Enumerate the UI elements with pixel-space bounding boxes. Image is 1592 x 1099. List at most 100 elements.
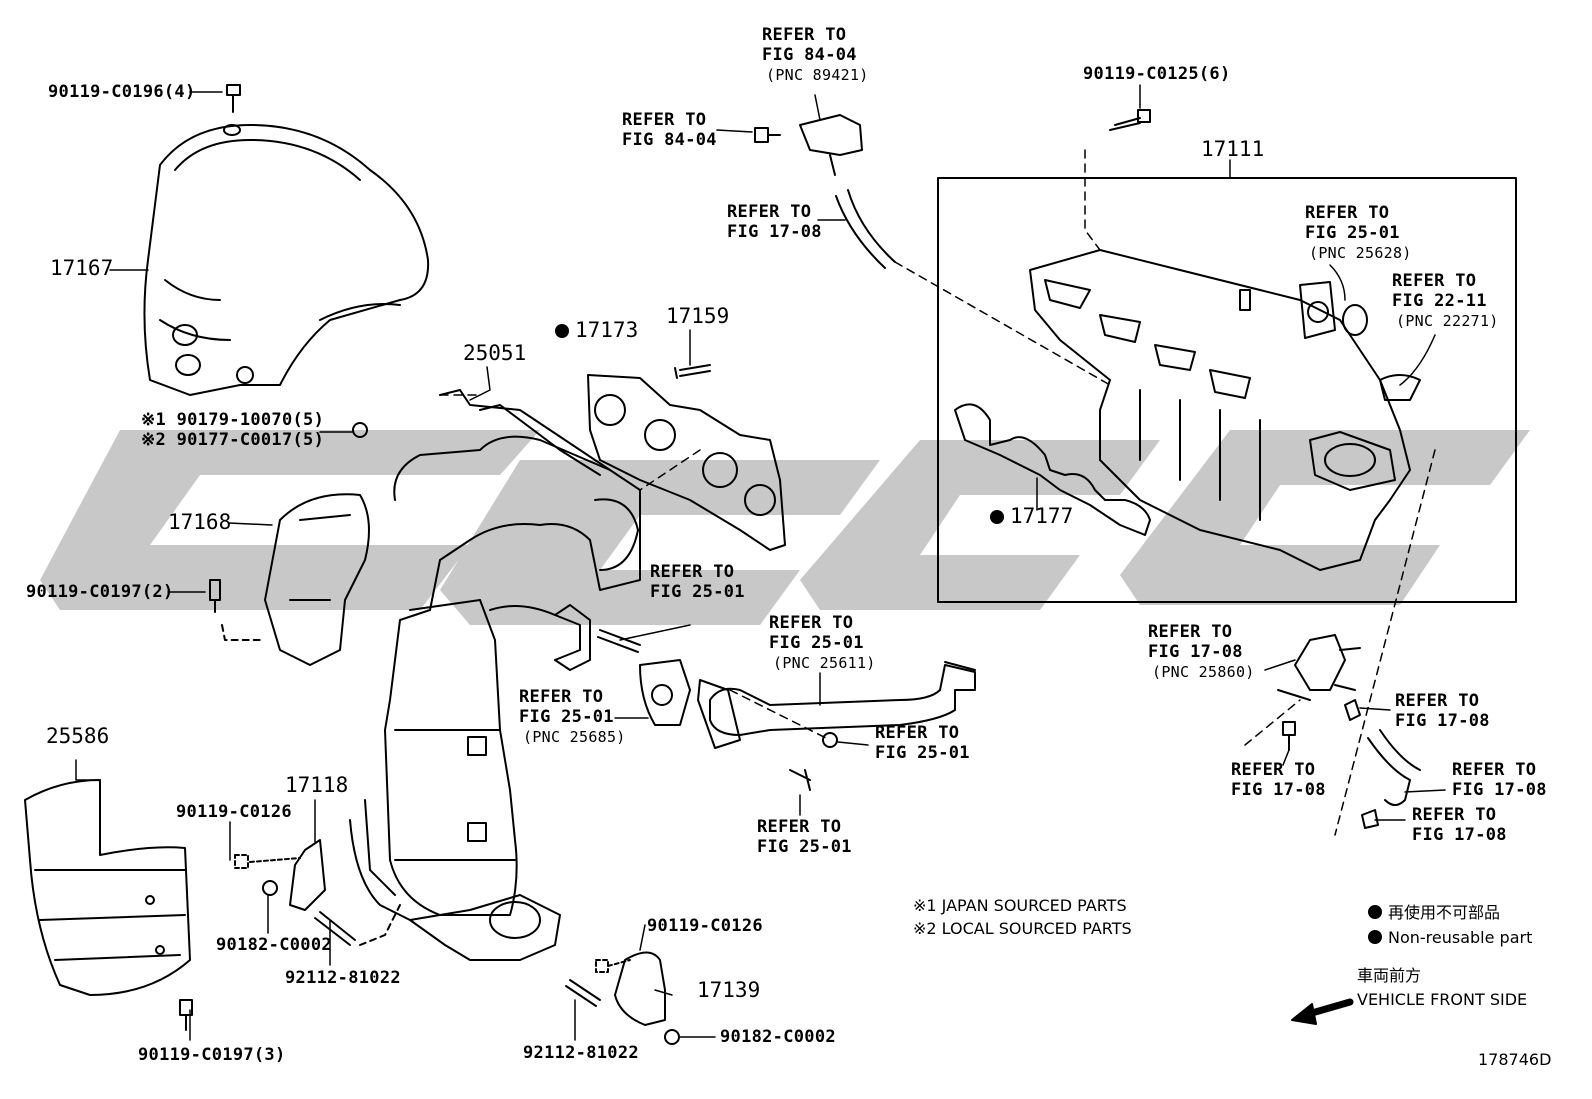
label-17173: 17173 [555,318,639,342]
ref-17-08-bolt: REFER TO FIG 17-08 [1231,760,1326,800]
leader-lines [75,84,1446,1041]
ref-fig: FIG 84-04 [622,130,717,150]
ref-17-08-hose2: REFER TO FIG 17-08 [1452,760,1547,800]
ref-25-01-stud: REFER TO FIG 25-01 [650,562,745,602]
label-17167: 17167 [50,256,114,280]
ref-22-11: REFER TO FIG 22-11 (PNC 22271) [1392,271,1499,331]
ref-text: REFER TO [1148,622,1233,642]
stud-17159 [674,364,711,379]
ref-text: REFER TO [519,687,604,707]
ref-25-01-bolt: REFER TO FIG 25-01 [757,817,852,857]
legend-dot [1368,905,1382,919]
ref-text: REFER TO [1452,760,1537,780]
label-17177: 17177 [990,504,1074,528]
ref-text: REFER TO [622,110,707,130]
ref-text: REFER TO [1305,203,1390,223]
ref-text: REFER TO [757,817,842,837]
label-17139: 17139 [697,978,761,1002]
ref-pnc: (PNC 25685) [523,728,626,746]
label-17168: 17168 [168,510,232,534]
watermark-logo [40,430,1530,625]
ref-17-08-vsv: REFER TO FIG 17-08 (PNC 25860) [1148,622,1255,682]
ref-text: REFER TO [762,25,847,45]
sensor-top [754,114,896,269]
bracket-17118 [234,839,401,946]
ref-fig: FIG 25-01 [519,707,614,727]
ref-fig: FIG 17-08 [1395,711,1490,731]
ref-pnc: (PNC 25628) [1309,244,1412,262]
exhaust-manifold-converter [349,389,641,961]
ref-17-08-clip: REFER TO FIG 17-08 [1395,691,1490,731]
ref-text: REFER TO [1392,271,1477,291]
heat-insulator-side [209,493,370,666]
ref-pnc: (PNC 89421) [766,66,869,84]
label-17177-text: 17177 [1010,504,1074,528]
front-label-en: VEHICLE FRONT SIDE [1357,990,1528,1009]
bolt-90119-c0125 [1109,109,1151,131]
front-label-jp: 車両前方 [1357,966,1422,985]
non-reusable-dot [990,510,1004,524]
diagram-id: 178746D [1478,1050,1552,1069]
ref-pnc: (PNC 22271) [1396,312,1499,330]
vsv-valve [1277,634,1421,829]
label-17111: 17111 [1201,137,1265,161]
ref-text: REFER TO [1231,760,1316,780]
legend-dot [1368,930,1382,944]
label-90182-c0002-b: 90182-C0002 [720,1027,836,1047]
ref-fig: FIG 22-11 [1392,291,1487,311]
ref-25-01-pipe: REFER TO FIG 25-01 (PNC 25611) [769,613,876,673]
note-japan-sourced: ※1 JAPAN SOURCED PARTS [913,896,1127,915]
legend-jp-text: 再使用不可部品 [1388,903,1501,922]
ref-pnc: (PNC 25860) [1152,663,1255,681]
dashed-lines [439,149,1436,836]
note-local-sourced: ※2 LOCAL SOURCED PARTS [913,919,1132,938]
legend-nonreusable-jp: 再使用不可部品 [1368,903,1500,923]
ref-text: REFER TO [650,562,735,582]
ref-fig: FIG 84-04 [762,45,857,65]
ref-25-01-manifold: REFER TO FIG 25-01 (PNC 25628) [1305,203,1412,263]
intake-manifold [1029,249,1421,571]
label-90119-c0196: 90119-C0196(4) [48,82,196,102]
label-90179-90177: ※1 90179-10070(5) ※2 90177-C0017(5) [141,410,324,450]
ref-84-04-left: REFER TO FIG 84-04 [622,110,717,150]
label-17159: 17159 [666,304,730,328]
ref-fig: FIG 25-01 [769,633,864,653]
ref-text: REFER TO [875,723,960,743]
ref-17-08-clip2: REFER TO FIG 17-08 [1412,805,1507,845]
label-92112-81022-b: 92112-81022 [523,1043,639,1063]
ref-fig: FIG 17-08 [1231,780,1326,800]
legend-en-text: Non-reusable part [1388,928,1533,947]
gasket-17173 [587,374,786,551]
ref-fig: FIG 17-08 [727,222,822,242]
label-25051: 25051 [463,341,527,365]
ref-fig: FIG 17-08 [1452,780,1547,800]
egr-pipe [597,629,976,791]
label-90179: ※1 90179-10070(5) [141,410,325,430]
label-90119-c0197-3: 90119-C0197(3) [138,1045,286,1065]
front-arrow-icon [1291,998,1354,1025]
bolt-90119-c0196 [226,84,241,113]
bracket-17139 [565,951,680,1045]
label-90182-c0002-a: 90182-C0002 [216,935,332,955]
ref-25-01-gasket: REFER TO FIG 25-01 (PNC 25685) [519,687,626,747]
label-25586: 25586 [46,724,110,748]
ref-fig: FIG 25-01 [650,582,745,602]
label-17118: 17118 [285,773,349,797]
ref-text: REFER TO [727,202,812,222]
gasket-17177 [954,403,1151,536]
ref-fig: FIG 25-01 [1305,223,1400,243]
ref-text: REFER TO [1395,691,1480,711]
ref-fig: FIG 17-08 [1412,825,1507,845]
label-17173-text: 17173 [575,318,639,342]
ref-25-01-nut: REFER TO FIG 25-01 [875,723,970,763]
ref-fig: FIG 17-08 [1148,642,1243,662]
label-90119-c0126-b: 90119-C0126 [647,916,763,936]
label-90177: ※2 90177-C0017(5) [141,430,325,450]
ref-fig: FIG 25-01 [875,743,970,763]
ref-fig: FIG 25-01 [757,837,852,857]
label-90119-c0197-2: 90119-C0197(2) [26,582,174,602]
label-90119-c0126-a: 90119-C0126 [176,802,292,822]
non-reusable-dot [555,324,569,338]
nut-90179 [352,422,368,438]
legend-nonreusable-en: Non-reusable part [1368,928,1532,948]
